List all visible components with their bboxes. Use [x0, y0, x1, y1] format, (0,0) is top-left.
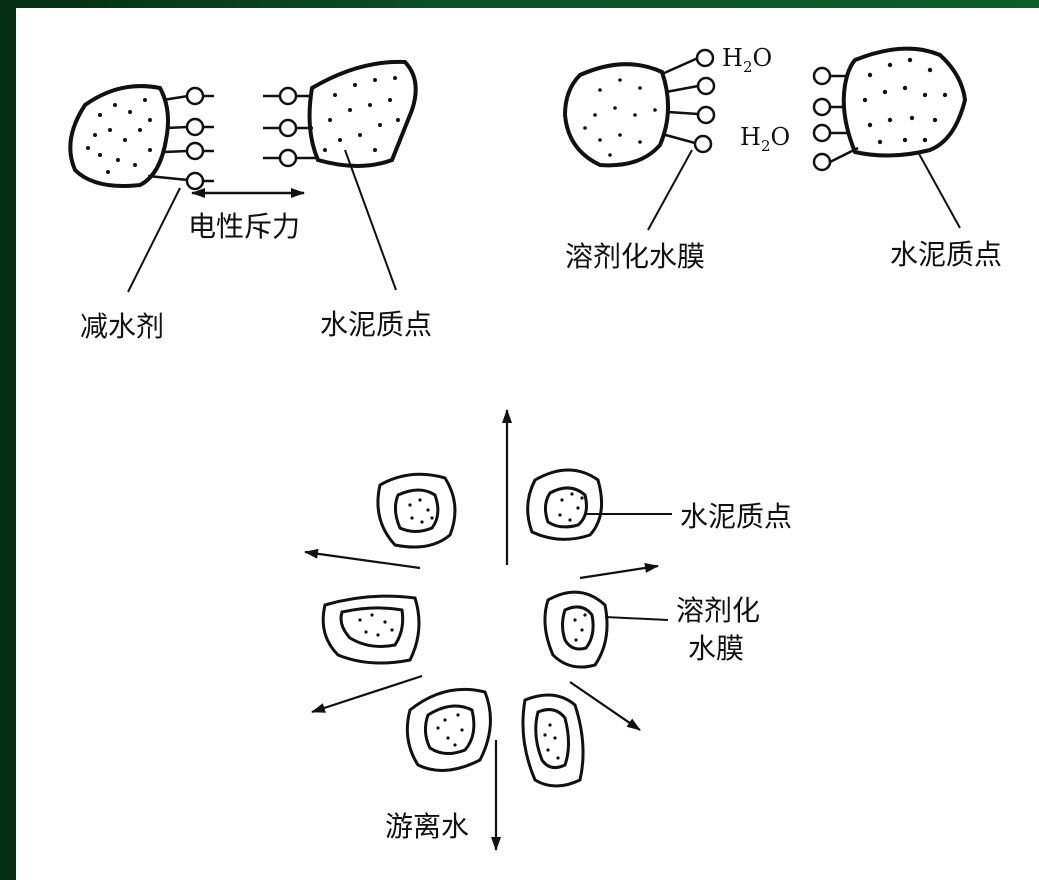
arrow-right-upper	[580, 566, 658, 578]
particle-solvated-left	[565, 64, 668, 165]
arrow-left-lower	[312, 676, 422, 712]
leader-film-bottom	[605, 617, 668, 620]
solvated-particle-2	[528, 470, 602, 539]
solvated-particle-5	[407, 689, 490, 770]
label-film-bottom-1: 溶剂化	[676, 594, 760, 627]
label-cement-tr: 水泥质点	[890, 238, 1002, 271]
label-free-water: 游离水	[385, 810, 469, 843]
water-groups-right	[814, 68, 858, 170]
reducer-adsorbed-groups	[148, 88, 214, 189]
solvated-particle-3	[323, 596, 419, 663]
solvated-particle-4	[545, 592, 607, 667]
label-film-tr: 溶剂化水膜	[565, 240, 705, 273]
label-repulsion: 电性斥力	[188, 210, 300, 243]
solvated-particle-1	[378, 474, 455, 547]
cement-particle-top-right	[844, 49, 965, 156]
leader-cement-tl	[345, 150, 396, 290]
leader-film-tr	[648, 150, 692, 230]
label-reducer: 减水剂	[80, 310, 164, 343]
reducer-speckles	[86, 98, 152, 174]
arrow-left-upper	[305, 552, 420, 568]
reducer-particle	[70, 86, 168, 186]
label-film-bottom-2: 水膜	[688, 632, 744, 665]
leader-reducer	[128, 188, 180, 292]
leader-cement-tr	[918, 152, 960, 228]
label-cement-tl: 水泥质点	[320, 308, 432, 341]
label-cement-bottom: 水泥质点	[680, 500, 792, 533]
label-h2o-top: H2O	[722, 44, 772, 76]
dispersion-arrows	[305, 410, 658, 850]
solvated-particle-6	[523, 695, 583, 786]
cement-particle-top-left	[310, 62, 416, 166]
label-h2o-bottom: H2O	[740, 123, 790, 155]
